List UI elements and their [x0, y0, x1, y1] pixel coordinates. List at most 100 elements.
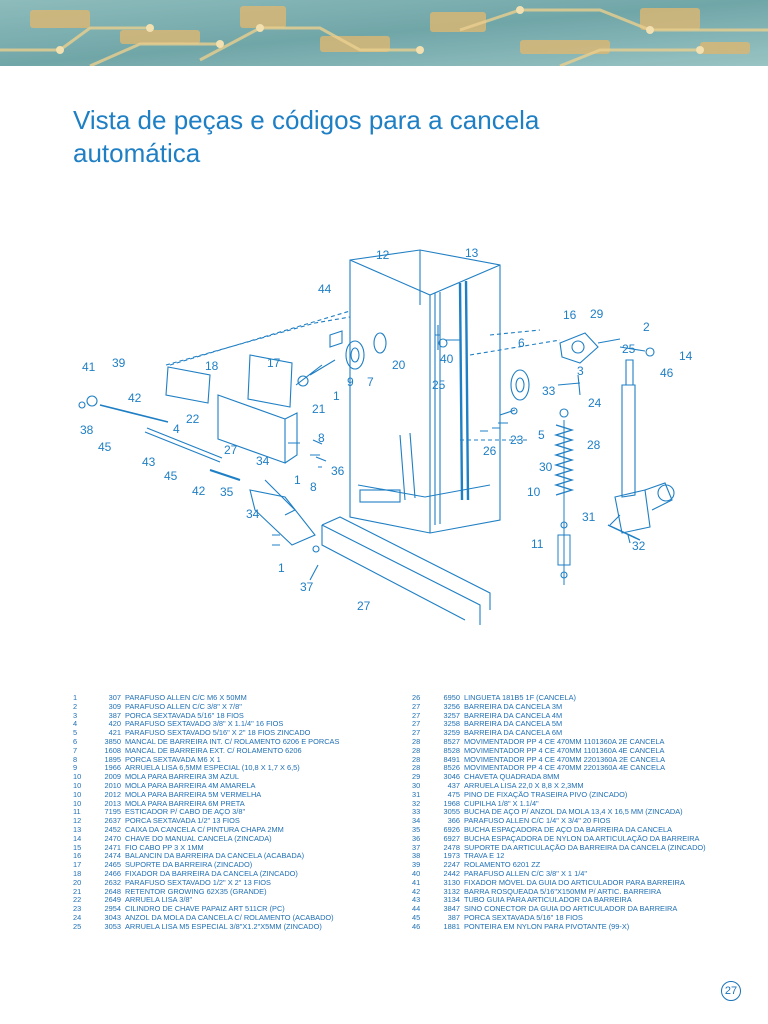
part-description: BARRA ROSQUEADA 5/16"X150MM P/ ARTIC. BA…: [464, 887, 662, 896]
part-description: PARAFUSO ALLEN C/C 1/4" X 3/4" 20 FIOS: [464, 817, 611, 826]
callout-label: 2: [643, 320, 650, 334]
part-code: 3043: [104, 912, 121, 922]
callout-label: 13: [465, 246, 479, 260]
part-description: CHAVE DO MANUAL CANCELA (ZINCADA): [125, 834, 272, 843]
callout-label: 30: [539, 460, 553, 474]
part-description: TRAVA E 12: [464, 852, 505, 861]
part-description: ARRUELA LISA 3/8": [125, 896, 193, 905]
part-number: 12: [73, 816, 82, 826]
callout-label: 34: [256, 454, 270, 468]
callout-label: 42: [192, 484, 206, 498]
part-number: 2: [73, 701, 78, 711]
part-description: SINO CONECTOR DA GUIA DO ARTICULADOR DA …: [464, 905, 678, 914]
part-number: 41: [412, 877, 421, 887]
part-code: 3258: [443, 719, 460, 729]
part-code: 8528: [443, 745, 460, 755]
callout-label: 45: [164, 469, 178, 483]
part-code: 1895: [104, 754, 121, 764]
part-description: BARREIRA DA CANCELA 5M: [464, 720, 563, 729]
callout-label: 25: [432, 378, 446, 392]
part-description: ESTICADOR P/ CABO DE AÇO 3/8": [125, 808, 246, 817]
part-code: 3850: [104, 736, 121, 746]
callout-label: 1: [294, 473, 301, 487]
part-number: 21: [73, 886, 82, 896]
part-code: 8526: [443, 763, 460, 773]
callout-label: 44: [318, 282, 332, 296]
part-number: 14: [73, 833, 82, 843]
part-number: 29: [412, 772, 421, 782]
part-row: 14 2470 CHAVE DO MANUAL CANCELA (ZINCADA): [73, 833, 403, 844]
part-code: 2637: [104, 816, 121, 826]
callout-label: 42: [128, 391, 142, 405]
part-number: 34: [412, 816, 421, 826]
part-description: PORCA SEXTAVADA 5/16" 18 FIOS: [125, 711, 244, 720]
callout-label: 40: [440, 352, 454, 366]
callout-label: 31: [582, 510, 596, 524]
part-code: 2470: [104, 833, 121, 843]
callout-label: 37: [300, 580, 314, 594]
part-number: 7: [73, 745, 78, 755]
part-code: 3847: [443, 904, 460, 914]
part-description: CHAVETA QUADRADA 8MM: [464, 773, 560, 782]
part-description: FIXADOR MÓVEL DA GUIA DO ARTICULADOR PAR…: [464, 878, 685, 887]
callout-label: 20: [392, 358, 406, 372]
callout-label: 7: [367, 375, 374, 389]
callout-label: 9: [347, 375, 354, 389]
callout-label: 23: [510, 433, 524, 447]
part-description: MOLA PARA BARREIRA 5M VERMELHA: [125, 790, 262, 799]
part-number: 4: [73, 719, 78, 729]
part-number: 25: [73, 921, 82, 931]
part-code: 1966: [104, 763, 121, 773]
part-number: 5: [73, 728, 78, 738]
part-number: 27: [412, 701, 421, 711]
part-code: 2632: [104, 877, 121, 887]
callout-label: 46: [660, 366, 674, 380]
callout-label: 14: [679, 349, 693, 363]
part-description: ARRUELA LISA M5 ESPECIAL 3/8"X1.2"X5MM (…: [125, 922, 322, 931]
part-code: 3130: [443, 877, 460, 887]
part-description: ARRUELA LISA 6,5MM ESPECIAL (10,8 X 1,7 …: [125, 764, 300, 773]
part-number: 11: [73, 807, 81, 817]
callout-label: 3: [577, 364, 584, 378]
header-banner: [0, 0, 768, 66]
part-number: 33: [412, 807, 421, 817]
part-code: 1973: [443, 851, 460, 861]
part-description: CILINDRO DE CHAVE PAPAIZ ART 511CR (PC): [125, 905, 285, 914]
part-description: MOVIMENTADOR PP 4 CE 470MM 1101360A 4E C…: [464, 746, 665, 755]
part-number: 32: [412, 798, 421, 808]
part-number: 42: [412, 886, 421, 896]
part-number: 23: [73, 904, 82, 914]
part-code: 2247: [443, 860, 460, 870]
part-number: 27: [412, 710, 421, 720]
callout-label: 27: [357, 599, 371, 613]
banner-circuit-image: [0, 0, 768, 66]
part-description: BUCHA DE AÇO P/ ANZOL DA MOLA 13,4 X 16,…: [464, 808, 683, 817]
part-description: PORCA SEXTAVADA M6 X 1: [125, 755, 221, 764]
callout-label: 8: [310, 480, 317, 494]
